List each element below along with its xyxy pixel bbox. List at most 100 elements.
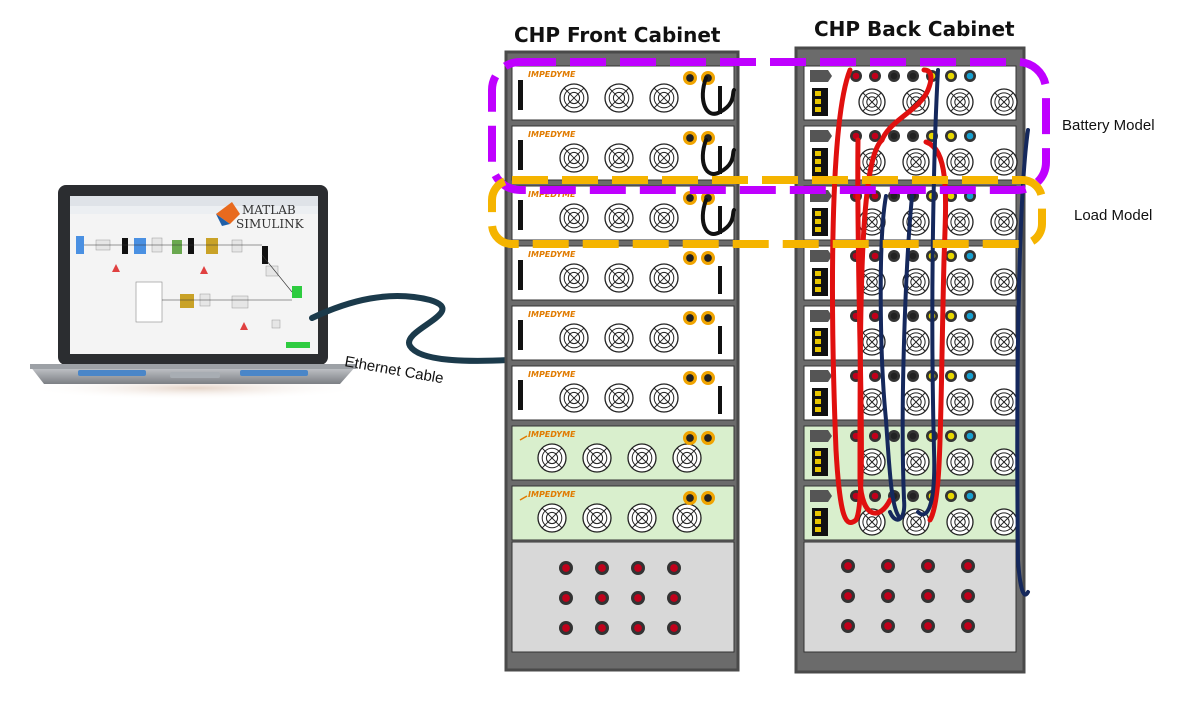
- terminal-jack: [559, 591, 573, 605]
- terminal-jack: [945, 370, 957, 382]
- power-inlet-icon: [810, 490, 832, 502]
- terminal-jack: [683, 191, 697, 205]
- fan-grille-icon: [604, 143, 634, 173]
- fan-grille-icon: [946, 208, 974, 236]
- terminal-jack: [945, 310, 957, 322]
- terminal-jack: [869, 370, 881, 382]
- impedyme-brand-label: IMPEDYME: [528, 130, 576, 139]
- terminal-jack: [631, 621, 645, 635]
- terminal-jack: [559, 561, 573, 575]
- front-cabinet-title: CHP Front Cabinet: [514, 23, 721, 47]
- terminal-jack: [683, 251, 697, 265]
- terminal-jack: [869, 310, 881, 322]
- simulink-logo-text: SIMULINK: [236, 217, 305, 231]
- matlab-logo-text: MATLAB: [242, 203, 296, 217]
- terminal-jack: [888, 310, 900, 322]
- fan-grille-icon: [990, 448, 1018, 476]
- front-unit: IMPEDYME: [511, 305, 735, 361]
- terminal-jack: [888, 370, 900, 382]
- screen-menubar: [70, 196, 318, 206]
- fan-grille-icon: [946, 328, 974, 356]
- screen-toolbar: [70, 206, 318, 214]
- fan-grille-icon: [559, 203, 589, 233]
- front-unit: IMPEDYME: [511, 485, 735, 541]
- fan-grille-icon: [858, 268, 886, 296]
- fan-grille-icon: [902, 448, 930, 476]
- fan-grille-icon: [858, 388, 886, 416]
- front-cabinet: IMPEDYME IMPEDYME IMPEDYME IMPEDYME IMPEDYME…: [504, 50, 740, 672]
- fan-grille-icon: [990, 508, 1018, 536]
- fan-grille-icon: [858, 88, 886, 116]
- fan-grille-icon: [649, 83, 679, 113]
- switch-block-icon: [812, 148, 828, 176]
- terminal-jack: [683, 311, 697, 325]
- terminal-jack: [921, 589, 935, 603]
- fan-grille-icon: [604, 323, 634, 353]
- terminal-jack: [964, 490, 976, 502]
- battery-model-label: Battery Model: [1062, 117, 1155, 134]
- fan-grille-icon: [946, 88, 974, 116]
- impedyme-brand-label: IMPEDYME: [528, 370, 576, 379]
- terminal-jack: [964, 430, 976, 442]
- unit-handle: [518, 380, 523, 410]
- terminal-jack: [595, 561, 609, 575]
- terminal-jack: [595, 621, 609, 635]
- ethernet-cable: [309, 293, 513, 364]
- laptop-key-strip: [240, 370, 308, 376]
- terminal-jack: [683, 371, 697, 385]
- terminal-jack: [907, 430, 919, 442]
- terminal-jack: [869, 430, 881, 442]
- terminal-jack: [907, 310, 919, 322]
- laptop-key-strip: [78, 370, 146, 376]
- fan-grille-icon: [649, 203, 679, 233]
- fan-grille-icon: [858, 508, 886, 536]
- fan-grille-icon: [559, 323, 589, 353]
- terminal-jack: [667, 561, 681, 575]
- unit-handle: [518, 140, 523, 170]
- terminal-jack: [841, 559, 855, 573]
- terminal-jack: [631, 591, 645, 605]
- front-unit: IMPEDYME: [511, 425, 735, 481]
- black-jumper: [700, 76, 736, 116]
- red-cable: [857, 137, 893, 516]
- terminal-jack: [964, 130, 976, 142]
- back-cabinet: [794, 46, 1026, 674]
- power-inlet-icon: [810, 310, 832, 322]
- fan-grille-icon: [604, 83, 634, 113]
- unit-handle: [718, 266, 722, 294]
- fan-grille-icon: [537, 503, 567, 533]
- fan-grille-icon: [559, 143, 589, 173]
- unit-handle: [518, 80, 523, 110]
- terminal-jack: [907, 490, 919, 502]
- terminal-jack: [841, 619, 855, 633]
- fan-grille-icon: [672, 503, 702, 533]
- terminal-jack: [683, 71, 697, 85]
- switch-block-icon: [812, 268, 828, 296]
- laptop-trackpad: [170, 372, 220, 378]
- terminal-jack: [945, 250, 957, 262]
- battery-model-region: [488, 58, 1050, 194]
- red-cable: [879, 67, 934, 143]
- terminal-jack: [907, 250, 919, 262]
- front-unit: IMPEDYME: [511, 185, 735, 241]
- terminal-jack: [945, 430, 957, 442]
- front-unit: IMPEDYME: [511, 365, 735, 421]
- terminal-jack: [907, 130, 919, 142]
- front-terminal-panel: [511, 541, 735, 653]
- fan-grille-icon: [902, 328, 930, 356]
- fan-grille-icon: [604, 203, 634, 233]
- matlab-simulink-logo: MATLAB SIMULINK: [216, 202, 305, 231]
- terminal-jack: [667, 591, 681, 605]
- red-cable: [923, 139, 949, 523]
- fan-grille-icon: [537, 443, 567, 473]
- impedyme-brand-label: IMPEDYME: [528, 490, 576, 499]
- back-unit: [803, 305, 1018, 361]
- back-cabinet-title: CHP Back Cabinet: [814, 17, 1015, 41]
- terminal-jack: [961, 619, 975, 633]
- fan-grille-icon: [559, 83, 589, 113]
- fan-grille-icon: [649, 143, 679, 173]
- fan-grille-icon: [946, 268, 974, 296]
- terminal-jack: [869, 70, 881, 82]
- terminal-jack: [961, 559, 975, 573]
